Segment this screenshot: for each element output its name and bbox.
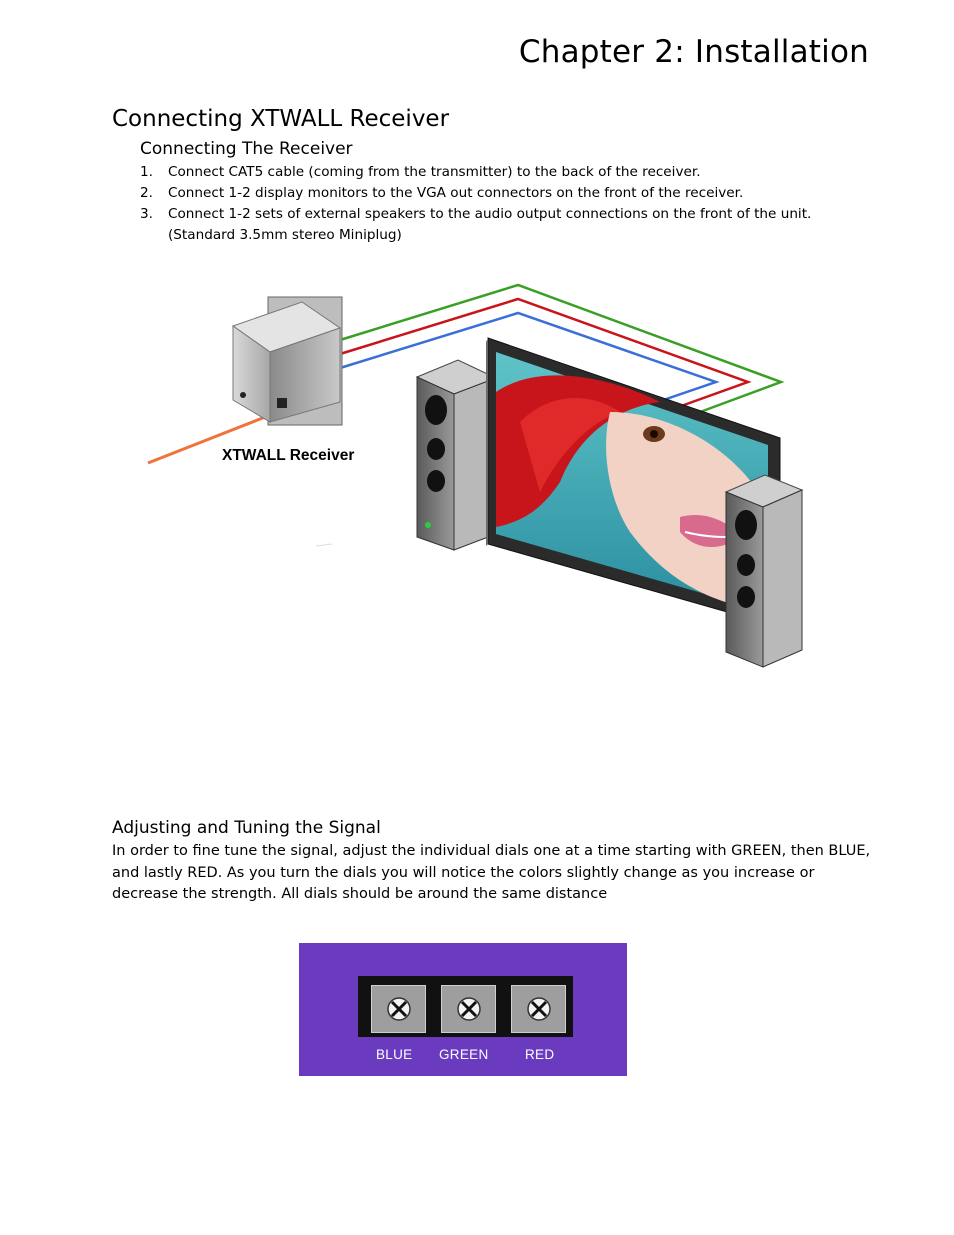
dial-label-red: RED bbox=[525, 1047, 555, 1062]
monitor bbox=[486, 337, 781, 628]
step-text: Connect CAT5 cable (coming from the tran… bbox=[168, 164, 701, 180]
blue-cable bbox=[339, 311, 720, 410]
step-item: 2. Connect 1-2 display monitors to the V… bbox=[112, 183, 872, 204]
blue-dial[interactable] bbox=[371, 985, 426, 1033]
left-speaker bbox=[415, 359, 498, 551]
adjust-section-title: Adjusting and Tuning the Signal bbox=[112, 818, 381, 838]
step-number: 3. bbox=[140, 206, 153, 222]
red-dial[interactable] bbox=[511, 985, 566, 1033]
receiver-box bbox=[231, 296, 343, 426]
step-text: Connect 1-2 display monitors to the VGA … bbox=[168, 185, 744, 201]
right-speaker bbox=[724, 474, 804, 668]
chapter-title: Chapter 2: Installation bbox=[518, 34, 869, 70]
receiver-label: XTWALL Receiver bbox=[222, 447, 355, 464]
dial-screw-icon bbox=[527, 997, 551, 1021]
step-number: 1. bbox=[140, 164, 153, 180]
red-cable bbox=[339, 297, 752, 412]
dial-screw-icon bbox=[457, 997, 481, 1021]
dials-figure: BLUE GREEN RED bbox=[299, 943, 627, 1076]
receiver-connection-figure bbox=[147, 283, 804, 668]
dial-label-blue: BLUE bbox=[376, 1047, 413, 1062]
adjust-paragraph: In order to fine tune the signal, adjust… bbox=[112, 843, 871, 902]
step-number: 2. bbox=[140, 185, 153, 201]
section-title: Connecting XTWALL Receiver bbox=[112, 106, 450, 132]
screen-image bbox=[496, 375, 768, 612]
green-dial[interactable] bbox=[441, 985, 496, 1033]
green-cable bbox=[339, 283, 785, 414]
steps-list: 1. Connect CAT5 cable (coming from the t… bbox=[112, 162, 872, 246]
step-item: 3. Connect 1-2 sets of external speakers… bbox=[112, 204, 872, 246]
dial-screw-icon bbox=[387, 997, 411, 1021]
step-item: 1. Connect CAT5 cable (coming from the t… bbox=[112, 162, 872, 183]
dial-strip bbox=[358, 976, 573, 1037]
step-text: Connect 1-2 sets of external speakers to… bbox=[168, 206, 812, 243]
dial-label-green: GREEN bbox=[439, 1047, 489, 1062]
subsection-title: Connecting The Receiver bbox=[140, 139, 353, 159]
